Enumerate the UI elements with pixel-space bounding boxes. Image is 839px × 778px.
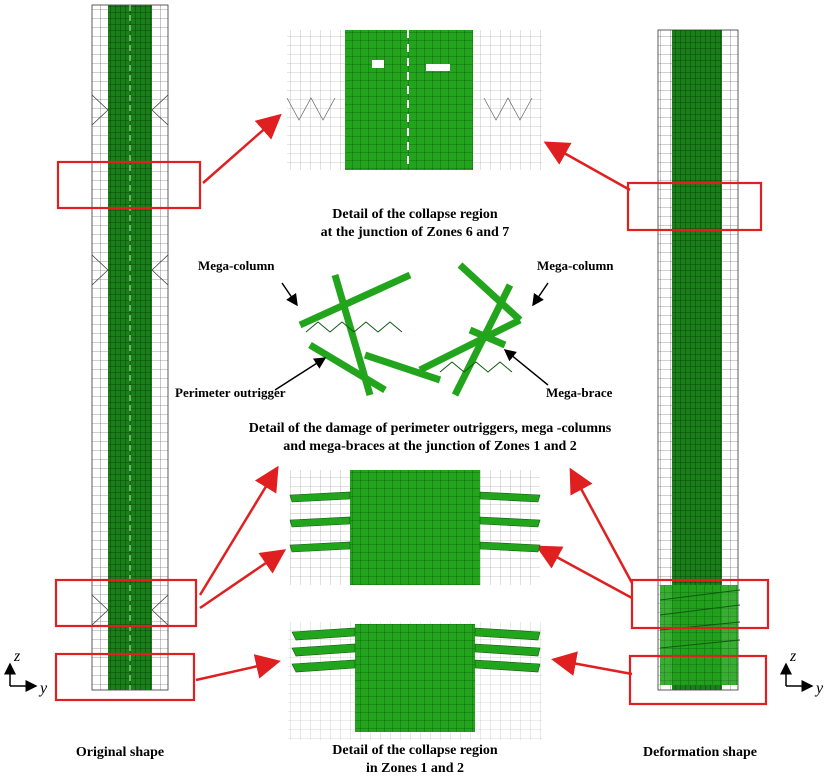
axis-triad-left (3, 662, 38, 692)
box-right-lower (628, 654, 768, 706)
caption-outriggers: Detail of the damage of perimeter outrig… (210, 420, 650, 456)
box-left-lower (54, 652, 196, 702)
label-mega-brace: Mega-brace (546, 385, 613, 400)
axis-triad-right (780, 662, 814, 692)
box-left-middle (54, 578, 198, 628)
original-tower (91, 4, 169, 691)
label-mega-column-right: Mega-column (537, 258, 614, 273)
red-arrows (195, 113, 634, 682)
detail-zone12-outriggers (289, 470, 541, 585)
pointer-arrows (274, 282, 549, 391)
caption-outriggers-line1: Detail of the damage of perimeter outrig… (248, 421, 612, 436)
axis-z-right: z (790, 648, 797, 665)
label-mega-column-left: Mega-column (198, 258, 275, 273)
axis-y-left: y (40, 680, 48, 697)
detail-zone67 (286, 30, 542, 170)
caption-zone12-line1: Detail of the collapse region (332, 743, 498, 758)
detail-outriggers (298, 262, 523, 397)
highlight-boxes (54, 160, 770, 706)
caption-outriggers-line2: and mega-braces at the junction of Zones… (283, 439, 577, 454)
caption-zone12-line2: in Zones 1 and 2 (365, 761, 465, 776)
caption-zone67-line2: at the junction of Zones 6 and 7 (320, 225, 510, 240)
axis-z-left: z (14, 648, 21, 665)
caption-zone12: Detail of the collapse region in Zones 1… (310, 742, 520, 778)
label-perimeter-outrigger: Perimeter outrigger (175, 385, 286, 400)
caption-zone67: Detail of the collapse region at the jun… (300, 206, 530, 242)
caption-zone67-line1: Detail of the collapse region (332, 207, 498, 222)
box-right-middle (630, 578, 770, 630)
box-right-upper (626, 181, 763, 232)
deformed-tower (657, 29, 741, 691)
axis-y-right: y (816, 680, 824, 697)
caption-deformation-shape: Deformation shape (643, 745, 757, 760)
detail-zone12-collapse (288, 622, 542, 740)
caption-original-shape: Original shape (75, 745, 165, 760)
box-left-upper (56, 160, 202, 210)
